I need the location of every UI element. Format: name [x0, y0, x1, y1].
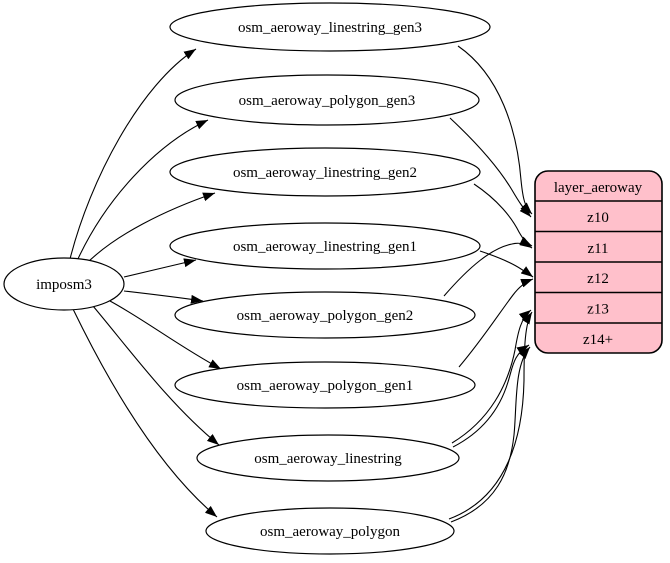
record-row-z10: z10 — [587, 210, 609, 226]
imposm3-ellipse — [3, 257, 125, 311]
table-node-osm-aeroway-polygon-gen1: osm_aeroway_polygon_gen1 — [174, 361, 476, 409]
edge-imposm3-to-polygon — [72, 308, 218, 518]
edges-from-source — [69, 48, 222, 518]
edge-polygon-to-z13 — [448, 311, 533, 520]
polygon-label: osm_aeroway_polygon — [260, 524, 400, 540]
record-row-z13: z13 — [587, 302, 609, 318]
linestring-gen1-ellipse — [169, 222, 481, 270]
record-row-z14: z14+ — [583, 332, 613, 348]
source-node-imposm3: imposm3 — [3, 257, 125, 311]
linestring-gen3-ellipse — [169, 2, 491, 52]
polygon-gen2-ellipse — [174, 291, 476, 339]
linestring-gen2-label: osm_aeroway_linestring_gen2 — [233, 165, 417, 181]
record-row-z12: z12 — [587, 271, 609, 287]
linestring-gen3-label: osm_aeroway_linestring_gen3 — [238, 20, 422, 36]
table-node-osm-aeroway-linestring-gen2: osm_aeroway_linestring_gen2 — [169, 147, 481, 197]
edge-imposm3-to-linestring-gen3 — [69, 48, 197, 260]
edge-imposm3-to-polygon-gen1 — [109, 300, 222, 370]
record-title: layer_aeroway — [554, 180, 643, 196]
polygon-ellipse — [205, 507, 455, 555]
table-node-osm-aeroway-polygon-gen3: osm_aeroway_polygon_gen3 — [174, 74, 480, 126]
edge-linestring-gen3-to-z10 — [457, 45, 533, 215]
polygon-gen3-label: osm_aeroway_polygon_gen3 — [239, 93, 416, 109]
edge-imposm3-to-linestring — [92, 305, 220, 446]
linestring-label: osm_aeroway_linestring — [254, 451, 402, 467]
edges-to-record — [443, 45, 534, 523]
edge-linestring-gen1-to-z12 — [479, 250, 534, 278]
polygon-gen1-ellipse — [174, 361, 476, 409]
table-node-osm-aeroway-polygon: osm_aeroway_polygon — [205, 507, 455, 555]
linestring-ellipse — [196, 434, 460, 482]
table-node-osm-aeroway-linestring: osm_aeroway_linestring — [196, 434, 460, 482]
edge-polygon-gen2-to-z11 — [443, 237, 533, 297]
edge-polygon-to-z14 — [450, 346, 531, 523]
table-node-osm-aeroway-linestring-gen1: osm_aeroway_linestring_gen1 — [169, 222, 481, 270]
edge-linestring-gen2-to-z11 — [473, 183, 533, 247]
polygon-gen1-label: osm_aeroway_polygon_gen1 — [237, 378, 414, 394]
record-row-z11: z11 — [587, 241, 608, 257]
table-node-osm-aeroway-linestring-gen3: osm_aeroway_linestring_gen3 — [169, 2, 491, 52]
record-node-layer-aeroway: layer_aeroway z10 z11 z12 z13 z14+ — [534, 170, 663, 354]
edge-imposm3-to-polygon-gen2 — [123, 290, 204, 304]
polygon-gen2-label: osm_aeroway_polygon_gen2 — [237, 308, 414, 324]
edge-linestring-to-z14 — [452, 344, 530, 448]
edge-imposm3-to-polygon-gen3 — [76, 119, 209, 262]
edge-imposm3-to-linestring-gen1 — [123, 258, 197, 278]
polygon-gen3-ellipse — [174, 74, 480, 126]
edge-polygon-gen1-to-z12 — [458, 278, 534, 368]
linestring-gen1-label: osm_aeroway_linestring_gen1 — [233, 239, 417, 255]
edge-imposm3-to-linestring-gen2 — [85, 192, 216, 265]
edge-polygon-gen3-to-z10 — [449, 117, 532, 218]
table-node-osm-aeroway-polygon-gen2: osm_aeroway_polygon_gen2 — [174, 291, 476, 339]
linestring-gen2-ellipse — [169, 147, 481, 197]
imposm3-label: imposm3 — [36, 277, 92, 293]
